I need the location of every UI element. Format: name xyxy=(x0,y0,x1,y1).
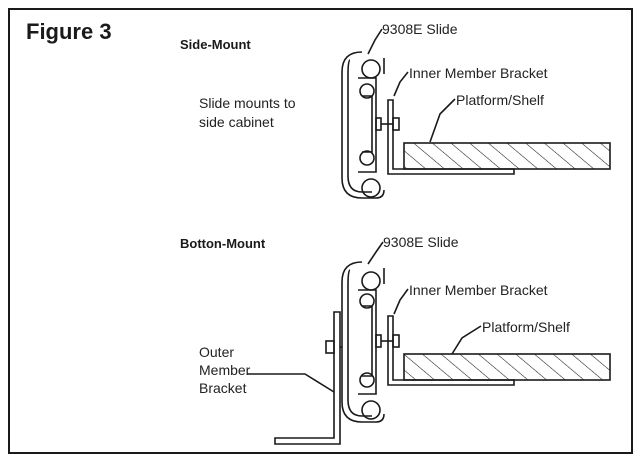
side-ball-bearings xyxy=(359,59,381,198)
side-slide-label: 9308E Slide xyxy=(382,21,458,37)
side-note-line2: side cabinet xyxy=(199,114,274,130)
outer-member-bracket xyxy=(274,311,341,445)
bottom-bracket-leader xyxy=(393,288,409,315)
outer-bracket-line1: Outer xyxy=(199,344,235,360)
bottom-slide-label: 9308E Slide xyxy=(383,234,459,250)
bottom-slide-leader xyxy=(367,241,384,265)
bottom-bolt-outer xyxy=(325,340,342,354)
outer-bracket-leader xyxy=(247,373,335,393)
side-slide-housing xyxy=(341,51,385,199)
bottom-slide-housing xyxy=(341,261,385,423)
bottom-mount-assembly xyxy=(247,241,611,445)
side-mount-assembly xyxy=(341,28,611,199)
bottom-mount-title: Botton-Mount xyxy=(180,236,266,251)
side-bracket-leader xyxy=(393,71,409,97)
side-mount-title: Side-Mount xyxy=(180,37,251,52)
side-slide-leader xyxy=(367,28,383,55)
bottom-platform-shelf xyxy=(403,353,611,381)
side-platform-label: Platform/Shelf xyxy=(456,92,544,108)
bottom-bolt-inner xyxy=(375,334,400,348)
bottom-inner-bracket-label: Inner Member Bracket xyxy=(409,282,548,298)
figure-title: Figure 3 xyxy=(26,19,112,44)
bottom-ball-bearings xyxy=(359,271,381,420)
side-platform-shelf xyxy=(403,142,611,170)
bottom-platform-leader xyxy=(451,325,482,355)
side-platform-leader xyxy=(429,98,456,143)
outer-bracket-line2: Member xyxy=(199,362,251,378)
side-inner-bracket-label: Inner Member Bracket xyxy=(409,65,548,81)
outer-bracket-line3: Bracket xyxy=(199,380,247,396)
side-bolt xyxy=(375,117,400,131)
figure-frame xyxy=(8,8,633,454)
side-note-line1: Slide mounts to xyxy=(199,95,296,111)
bottom-platform-label: Platform/Shelf xyxy=(482,319,570,335)
